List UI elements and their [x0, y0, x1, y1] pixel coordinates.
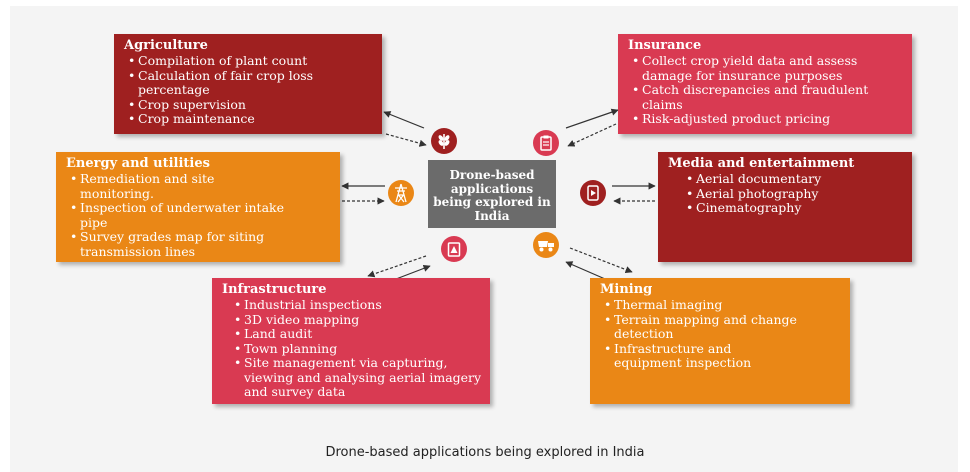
sector-box-agriculture: Agriculture Compilation of plant count C… — [114, 34, 382, 134]
list-item: Thermal imaging — [604, 297, 842, 313]
figure-caption: Drone-based applications being explored … — [325, 445, 645, 460]
sector-title: Insurance — [628, 38, 702, 53]
clipboard-icon — [533, 130, 559, 156]
arrow-insurance-solid — [565, 108, 619, 129]
list-item: Catch discrepancies and fraudulent claim… — [632, 82, 904, 112]
arrow-agriculture-dashed — [385, 133, 427, 147]
list-item: Aerial documentary — [686, 171, 904, 187]
sector-list: Compilation of plant count Calculation o… — [124, 53, 374, 127]
wheat-icon — [431, 128, 457, 154]
sector-title: Mining — [600, 282, 653, 297]
sector-list: Thermal imaging Terrain mapping and chan… — [600, 297, 842, 371]
sector-box-insurance: Insurance Collect crop yield data and as… — [618, 34, 912, 134]
list-item: Industrial inspections — [234, 297, 482, 313]
list-item: Land audit — [234, 326, 482, 342]
sector-box-energy-utilities: Energy and utilities Remediation and sit… — [56, 152, 340, 262]
sector-box-media-entertainment: Media and entertainment Aerial documenta… — [658, 152, 912, 262]
sector-list: Remediation and site monitoring. Inspect… — [66, 171, 332, 259]
list-item: Risk-adjusted product pricing — [632, 111, 904, 127]
arrow-infrastructure-dashed — [367, 255, 427, 278]
arrow-agriculture-solid — [383, 111, 425, 129]
list-item: Crop maintenance — [128, 111, 374, 127]
video-play-icon — [580, 180, 606, 206]
sector-list: Aerial documentary Aerial photography Ci… — [668, 171, 904, 216]
sector-title: Infrastructure — [222, 282, 327, 297]
transmission-tower-icon — [388, 180, 414, 206]
list-item: Infrastructure and equipment inspection — [604, 341, 842, 371]
arrow-insurance-dashed — [567, 123, 617, 147]
list-item: Terrain mapping and change detection — [604, 312, 842, 342]
sector-box-mining: Mining Thermal imaging Terrain mapping a… — [590, 278, 850, 404]
list-item: Inspection of underwater intake pipe — [70, 200, 332, 230]
sector-list: Industrial inspections 3D video mapping … — [222, 297, 482, 400]
sector-list: Collect crop yield data and assess damag… — [628, 53, 904, 127]
list-item: Town planning — [234, 341, 482, 357]
list-item: Site management via capturing, viewing a… — [234, 355, 482, 400]
sector-title: Energy and utilities — [66, 156, 210, 171]
list-item: Remediation and site monitoring. — [70, 171, 332, 201]
list-item: Aerial photography — [686, 186, 904, 202]
sector-box-infrastructure: Infrastructure Industrial inspections 3D… — [212, 278, 490, 404]
arrow-mining-dashed — [569, 247, 633, 274]
list-item: Compilation of plant count — [128, 53, 374, 69]
list-item: 3D video mapping — [234, 312, 482, 328]
sector-title: Agriculture — [124, 38, 208, 53]
list-item: Crop supervision — [128, 97, 374, 113]
mining-truck-icon — [533, 232, 559, 258]
list-item: Calculation of fair crop loss percentage — [128, 68, 374, 98]
list-item: Cinematography — [686, 200, 904, 216]
list-item: Survey grades map for siting transmissio… — [70, 229, 332, 259]
sector-title: Media and entertainment — [668, 156, 855, 171]
center-label: Drone-based applications being explored … — [428, 160, 556, 228]
hazard-sign-icon — [441, 236, 467, 262]
list-item: Collect crop yield data and assess damag… — [632, 53, 904, 83]
